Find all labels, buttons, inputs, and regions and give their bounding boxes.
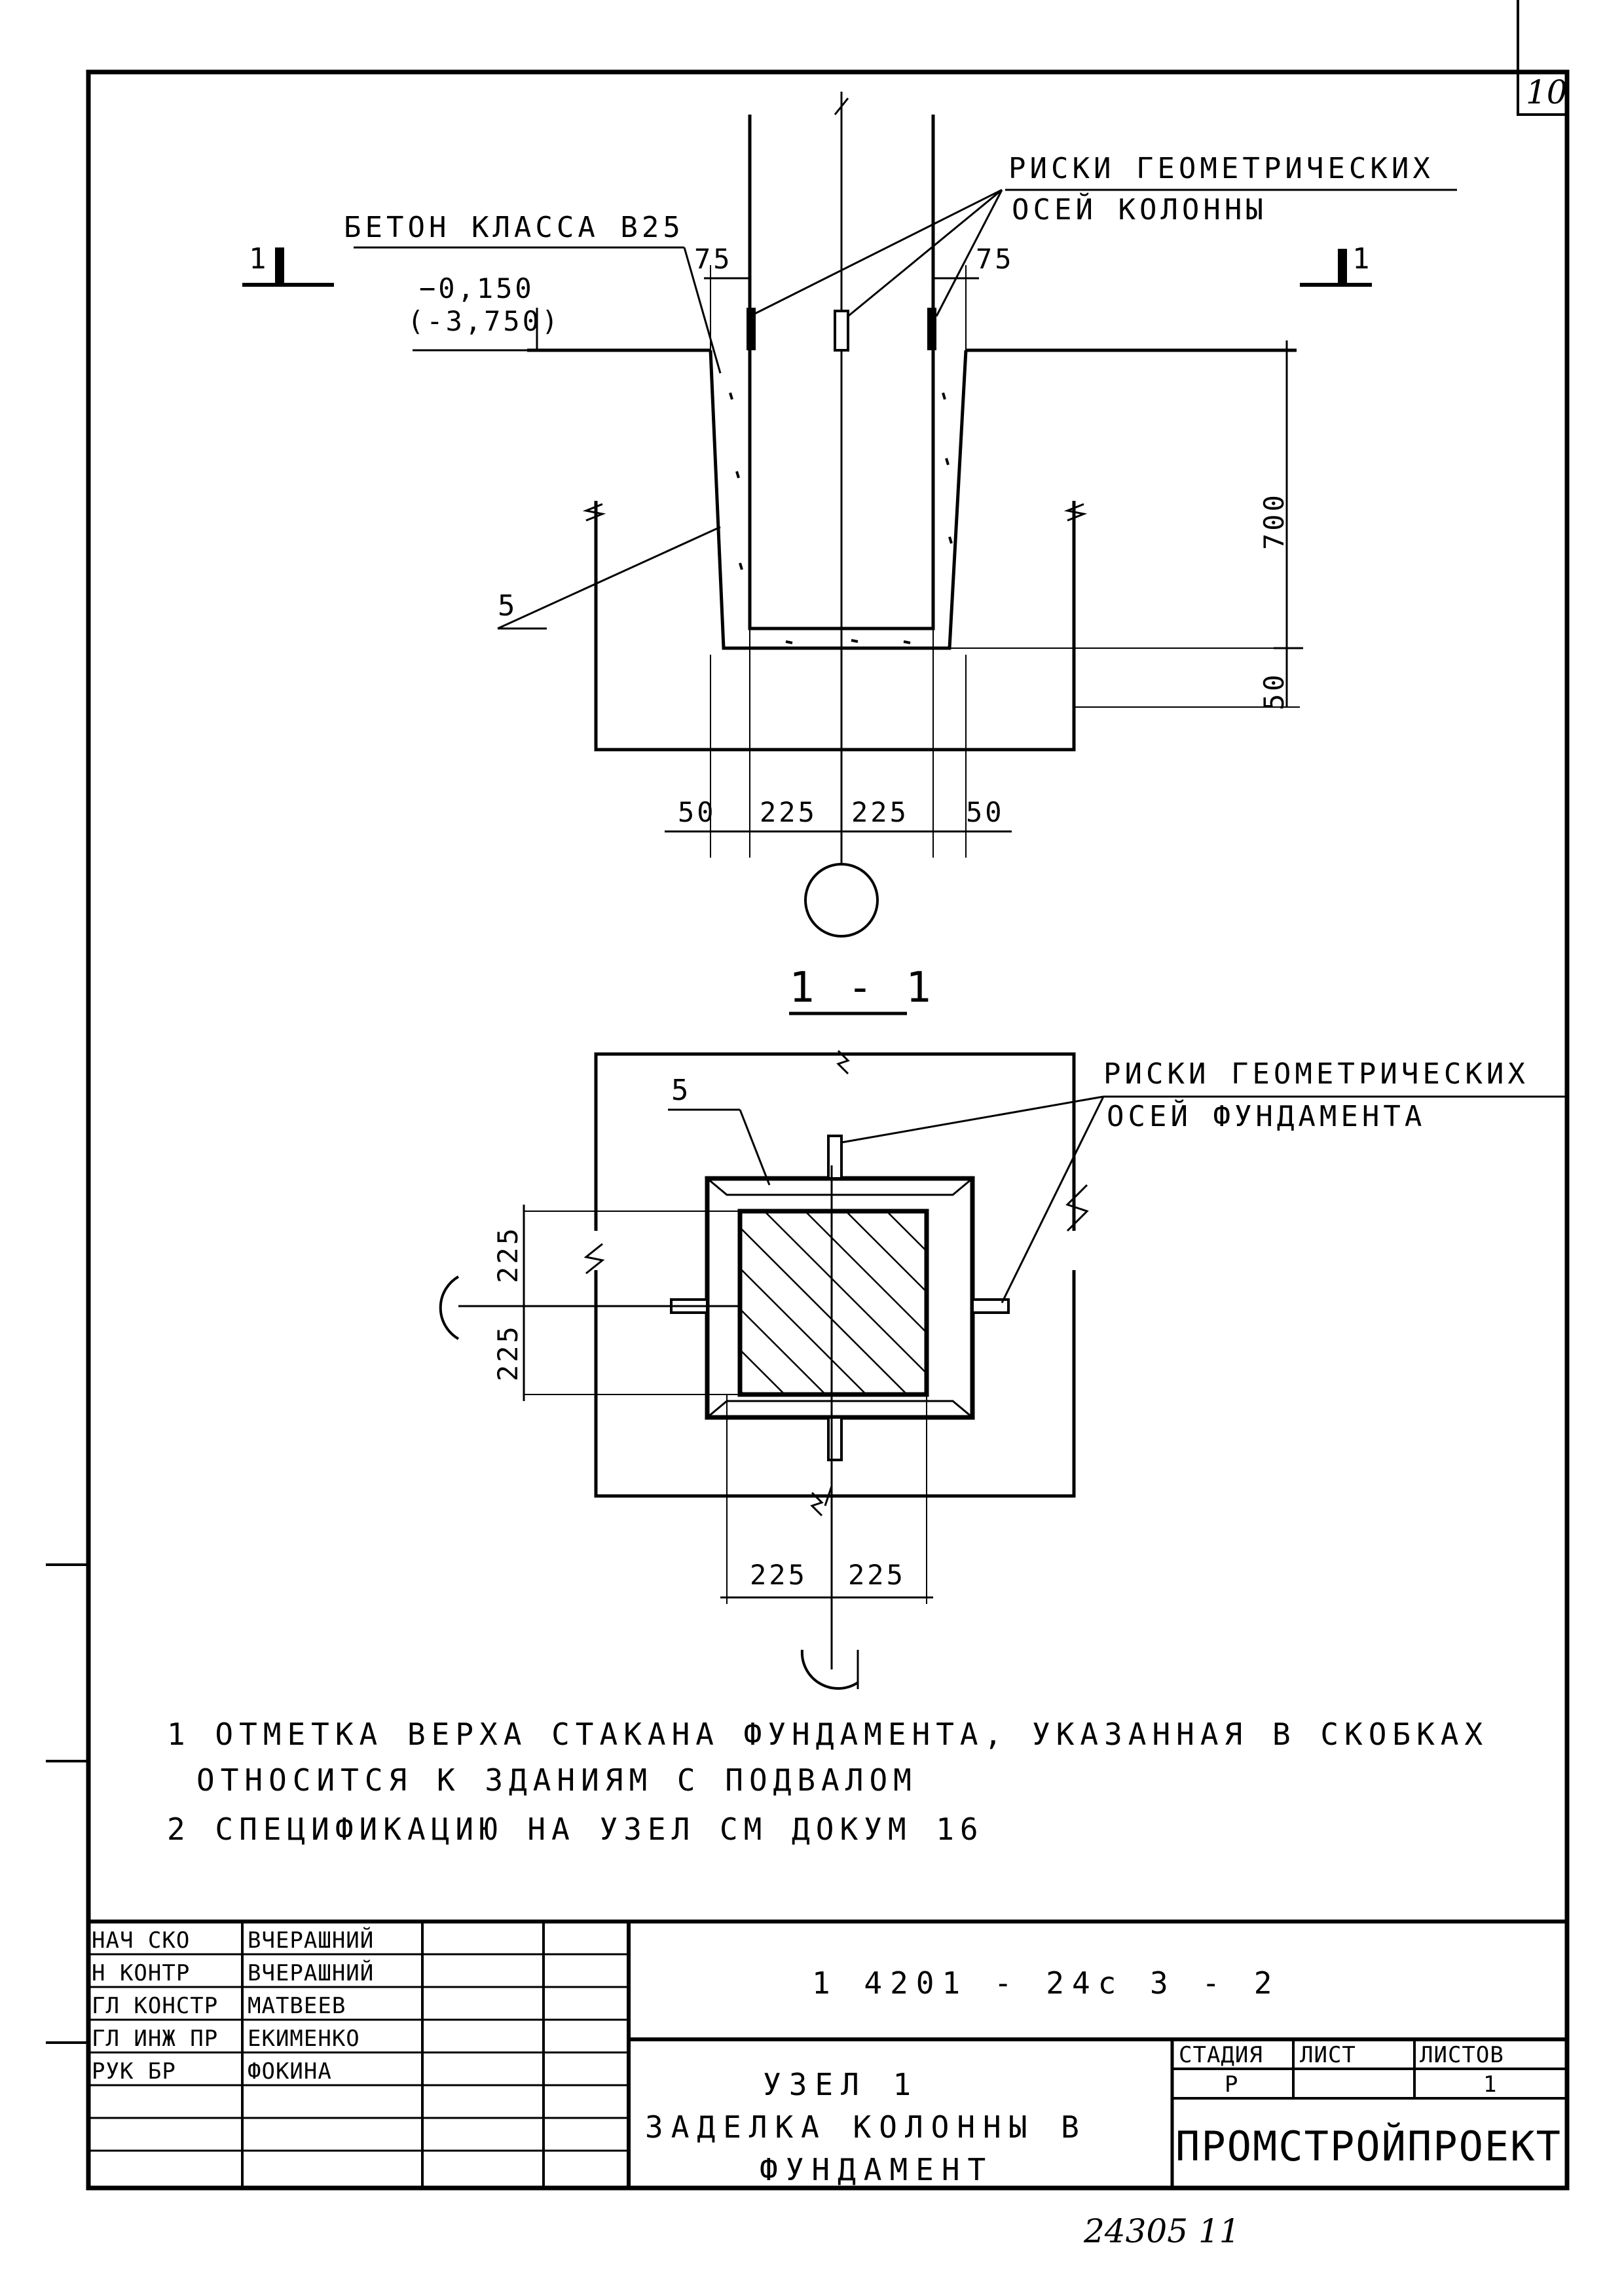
note-1-cont: ОТНОСИТСЯ К ЗДАНИЯМ С ПОДВАЛОМ	[196, 1762, 917, 1798]
stage-value: Р	[1225, 2071, 1238, 2098]
name-3: МАТВЕЕВ	[248, 1993, 346, 2019]
dim-h-4: 50	[966, 796, 1005, 828]
stage-label: СТАДИЯ	[1179, 2042, 1263, 2068]
name-5: ФОКИНА	[248, 2058, 332, 2085]
callout-foundation-axes-1: РИСКИ ГЕОМЕТРИЧЕСКИХ	[1103, 1057, 1529, 1091]
role-5: РУК БР	[92, 2058, 176, 2085]
dim-h-3: 225	[851, 796, 909, 828]
organization: ПРОМСТРОЙПРОЕКТ	[1175, 2123, 1562, 2170]
elevation-top: −0,150	[419, 272, 534, 304]
sheets-value: 1	[1483, 2071, 1497, 2098]
dim-h-2: 225	[760, 796, 817, 828]
section-mark-left: 1	[249, 242, 270, 276]
title-line-3: ФУНДАМЕНТ	[760, 2152, 993, 2187]
title-line-2: ЗАДЕЛКА КОЛОННЫ В	[645, 2109, 1087, 2145]
sheet-number: 10	[1526, 73, 1568, 111]
item-5-upper: 5	[498, 589, 519, 623]
name-1: ВЧЕРАШНИЙ	[248, 1927, 374, 1954]
plan-dim-h-2: 225	[848, 1559, 906, 1591]
title-block	[88, 1920, 1567, 2188]
sheet-label: ЛИСТ	[1300, 2042, 1356, 2068]
role-3: ГЛ КОНСТР	[92, 1993, 218, 2019]
callout-column-axes-2: ОСЕЙ КОЛОННЫ	[1012, 192, 1267, 227]
elevation-basement: (-3,750)	[407, 305, 561, 337]
note-1: 1 ОТМЕТКА ВЕРХА СТАКАНА ФУНДАМЕНТА, УКАЗ…	[167, 1717, 1488, 1752]
footer-number: 24305 11	[1083, 2212, 1240, 2250]
name-2: ВЧЕРАШНИЙ	[248, 1959, 374, 1986]
plan-dim-h-1: 225	[750, 1559, 807, 1591]
sheet-frame	[46, 0, 1570, 2191]
callout-concrete: БЕТОН КЛАССА В25	[344, 211, 684, 244]
plan-dim-v-1: 225	[492, 1226, 524, 1283]
depth-dimension: 700	[1258, 492, 1290, 550]
plan-dim-v-2: 225	[492, 1324, 524, 1381]
section-mark-right: 1	[1352, 242, 1374, 276]
gap-right-label: 75	[976, 243, 1014, 275]
dim-h-1: 50	[678, 796, 716, 828]
role-4: ГЛ ИНЖ ПР	[92, 2026, 218, 2052]
document-code: 1 4201 - 24с 3 - 2	[812, 1965, 1280, 2001]
section-title: 1 - 1	[789, 964, 935, 1012]
role-1: НАЧ СКО	[92, 1927, 190, 1954]
callout-foundation-axes-2: ОСЕЙ ФУНДАМЕНТА	[1107, 1099, 1426, 1133]
bottom-gap-dimension: 50	[1258, 672, 1290, 710]
item-5-lower: 5	[671, 1074, 693, 1107]
elevation-view	[242, 92, 1457, 938]
role-2: Н КОНТР	[92, 1960, 190, 1986]
note-2: 2 СПЕЦИФИКАЦИЮ НА УЗЕЛ СМ ДОКУМ 16	[167, 1812, 984, 1847]
title-line-1: УЗЕЛ 1	[763, 2067, 919, 2102]
gap-left-label: 75	[694, 243, 733, 275]
callout-column-axes-1: РИСКИ ГЕОМЕТРИЧЕСКИХ	[1008, 152, 1434, 185]
sheets-label: ЛИСТОВ	[1420, 2042, 1504, 2068]
plan-view	[439, 1049, 1565, 1690]
name-4: ЕКИМЕНКО	[248, 2026, 360, 2052]
